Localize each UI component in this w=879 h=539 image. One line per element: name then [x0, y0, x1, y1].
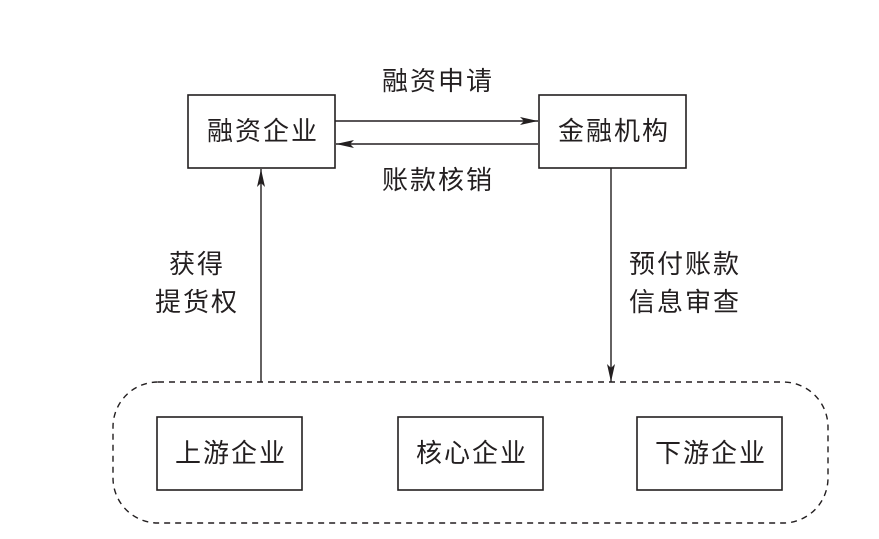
financing-application-label: 融资申请 [382, 67, 494, 97]
downstream-enterprise-box [636, 416, 783, 491]
financial-institution-label: 金融机构 [558, 117, 670, 147]
upstream-enterprise-box [156, 416, 303, 491]
financing-enterprise-label: 融资企业 [207, 117, 319, 147]
upstream-enterprise-label: 上游企业 [175, 439, 287, 469]
financing-enterprise-box [187, 94, 336, 169]
prepaid-review-label-line1: 预付账款 [629, 250, 741, 280]
core-enterprise-box [397, 416, 544, 491]
node-downstream-enterprise: 下游企业 [636, 416, 783, 491]
accounts-writeoff-label: 账款核销 [382, 166, 494, 196]
obtain-delivery-right-label-line1: 获得 [169, 250, 225, 280]
supply-chain-group-border [112, 381, 829, 524]
financial-institution-box [538, 94, 687, 169]
node-core-enterprise: 核心企业 [397, 416, 544, 491]
obtain-delivery-right-label-line2: 提货权 [155, 288, 239, 318]
prepaid-review-label-line2: 信息审查 [629, 288, 741, 318]
node-upstream-enterprise: 上游企业 [156, 416, 303, 491]
core-enterprise-label: 核心企业 [416, 439, 528, 469]
node-financial-institution: 金融机构 [538, 94, 687, 169]
node-financing-enterprise: 融资企业 [187, 94, 336, 169]
downstream-enterprise-label: 下游企业 [655, 439, 767, 469]
supply-chain-group: 上游企业 核心企业 下游企业 [112, 381, 829, 524]
